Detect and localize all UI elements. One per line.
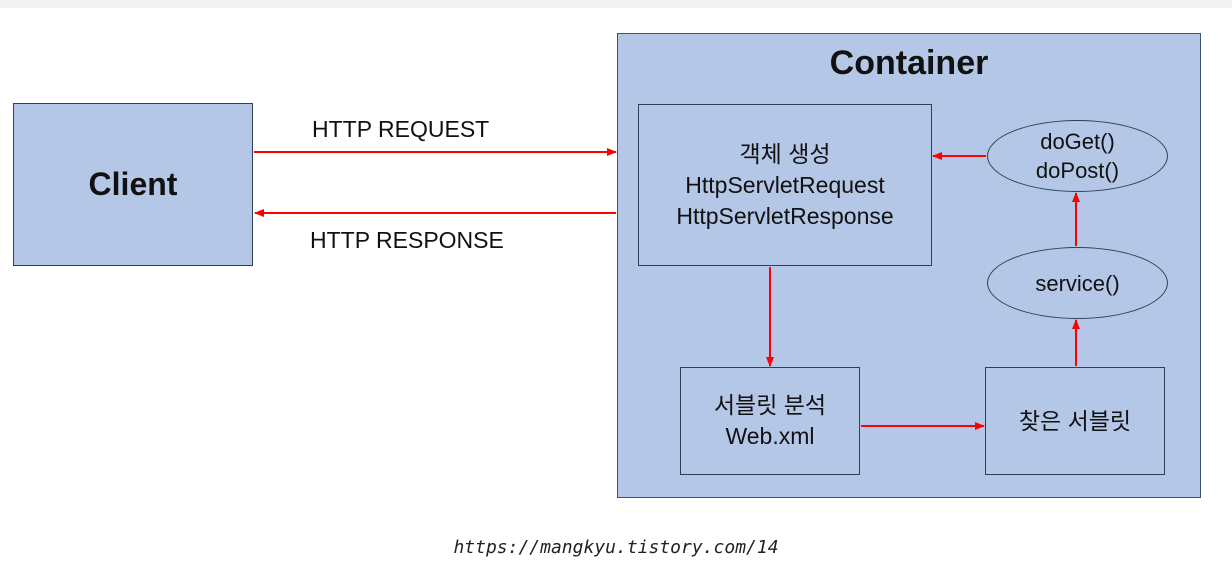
dopost-label: doPost() — [1035, 158, 1120, 183]
servlet-analysis-title: 서블릿 분석 — [713, 392, 827, 418]
create-object-title: 객체 생성 — [739, 140, 831, 167]
container-title: Container — [829, 44, 989, 82]
doget-label: doGet() — [1040, 129, 1115, 154]
http-response-label: HTTP RESPONSE — [310, 227, 504, 253]
found-servlet-label: 찾은 서블릿 — [1018, 407, 1132, 434]
source-caption: https://mangkyu.tistory.com/14 — [453, 537, 779, 558]
found-servlet-box: 찾은 서블릿 — [985, 367, 1165, 475]
create-object-box: 객체 생성 HttpServletRequest HttpServletResp… — [638, 104, 932, 266]
servlet-analysis-box: 서블릿 분석 Web.xml — [680, 367, 860, 475]
service-ellipse: service() — [987, 247, 1168, 319]
http-request-label: HTTP REQUEST — [312, 116, 490, 142]
client-label: Client — [88, 166, 178, 202]
web-xml-label: Web.xml — [725, 423, 815, 449]
top-band — [0, 0, 1232, 8]
http-servlet-response-label: HttpServletResponse — [676, 202, 894, 229]
client-box: Client — [13, 103, 253, 266]
http-servlet-request-label: HttpServletRequest — [685, 171, 885, 198]
service-label: service() — [1035, 270, 1120, 296]
doget-dopost-ellipse: doGet() doPost() — [987, 120, 1168, 192]
